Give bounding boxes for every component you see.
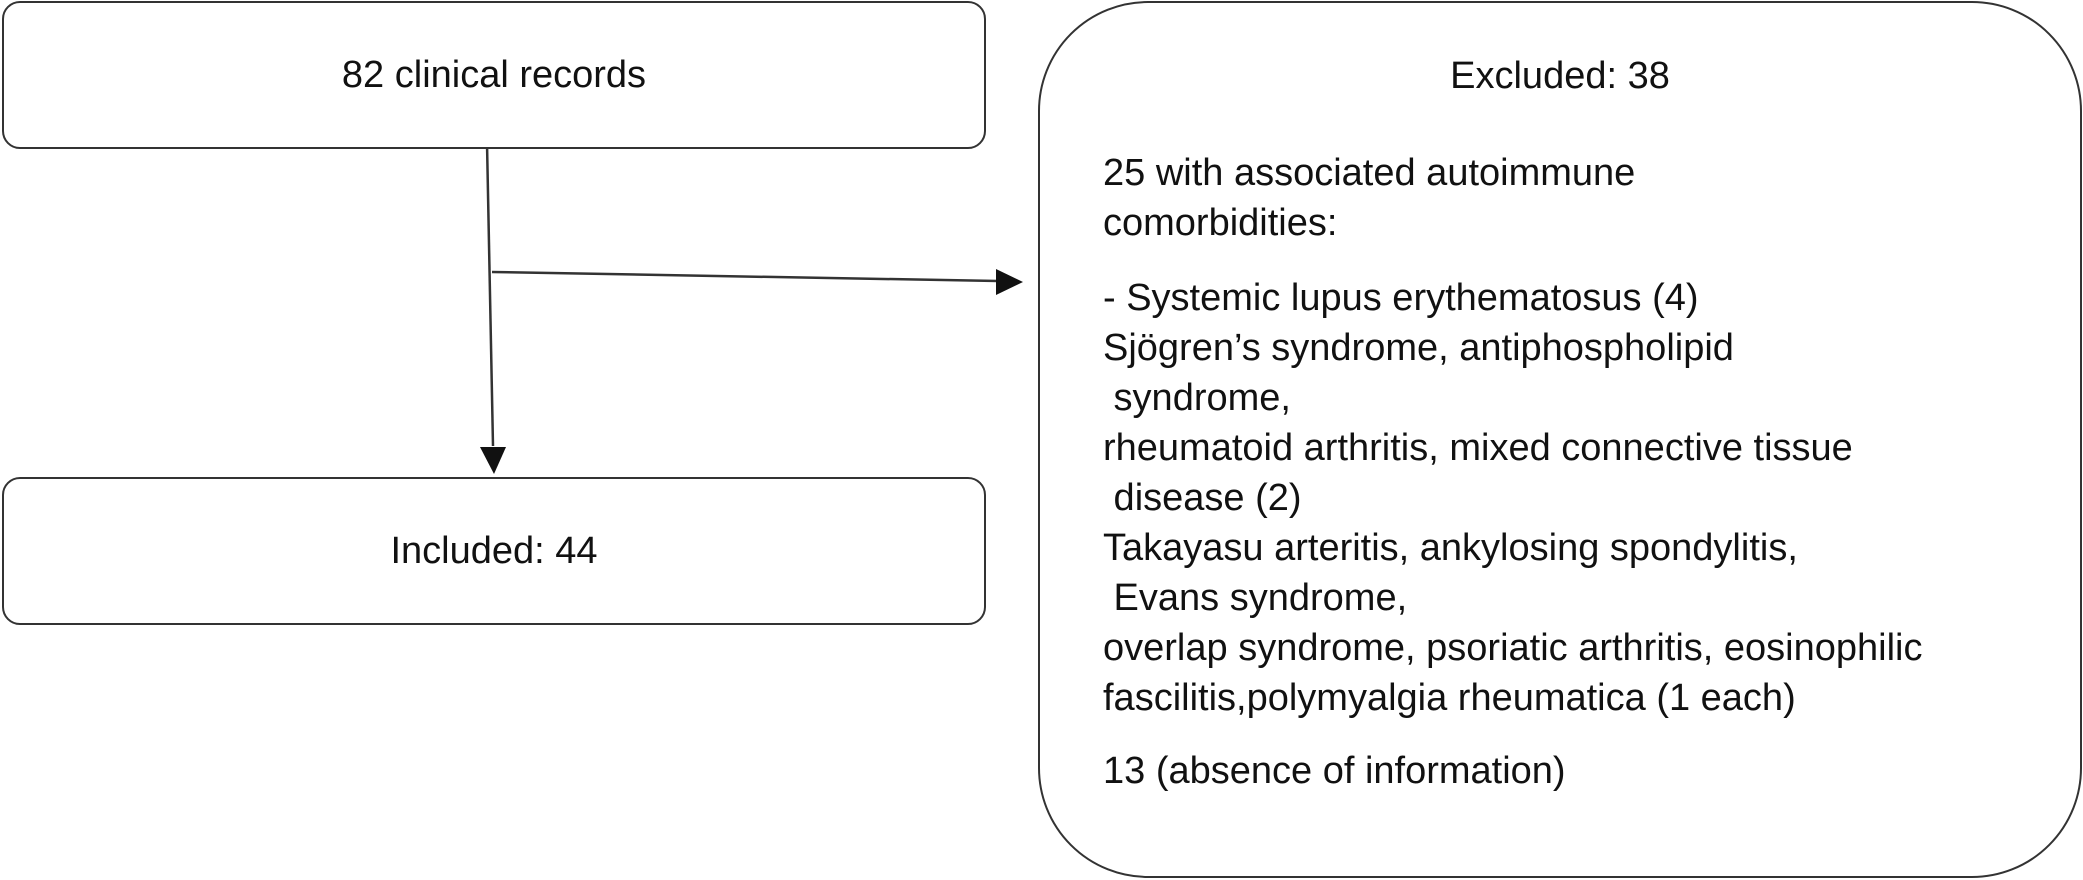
comorbidities-list: - Systemic lupus erythematosus (4) Sjögr… (1103, 277, 1923, 719)
comorbidities-header: 25 with associated autoimmune comorbidit… (1103, 152, 1636, 244)
arrowhead-right (996, 269, 1023, 295)
arrow-branch-to-excluded (491, 270, 999, 283)
included-box: Included: 44 (2, 477, 986, 625)
arrow-records-to-included (485, 142, 495, 447)
arrowhead-down (480, 447, 506, 474)
records-label: 82 clinical records (341, 54, 647, 96)
included-label: Included: 44 (390, 530, 598, 572)
records-box: 82 clinical records (2, 1, 986, 149)
excluded-box: Excluded: 38 25 with associated autoimmu… (1038, 1, 2082, 878)
excluded-title: Excluded: 38 (1450, 55, 1670, 97)
absence-of-information: 13 (absence of information) (1103, 750, 1566, 792)
